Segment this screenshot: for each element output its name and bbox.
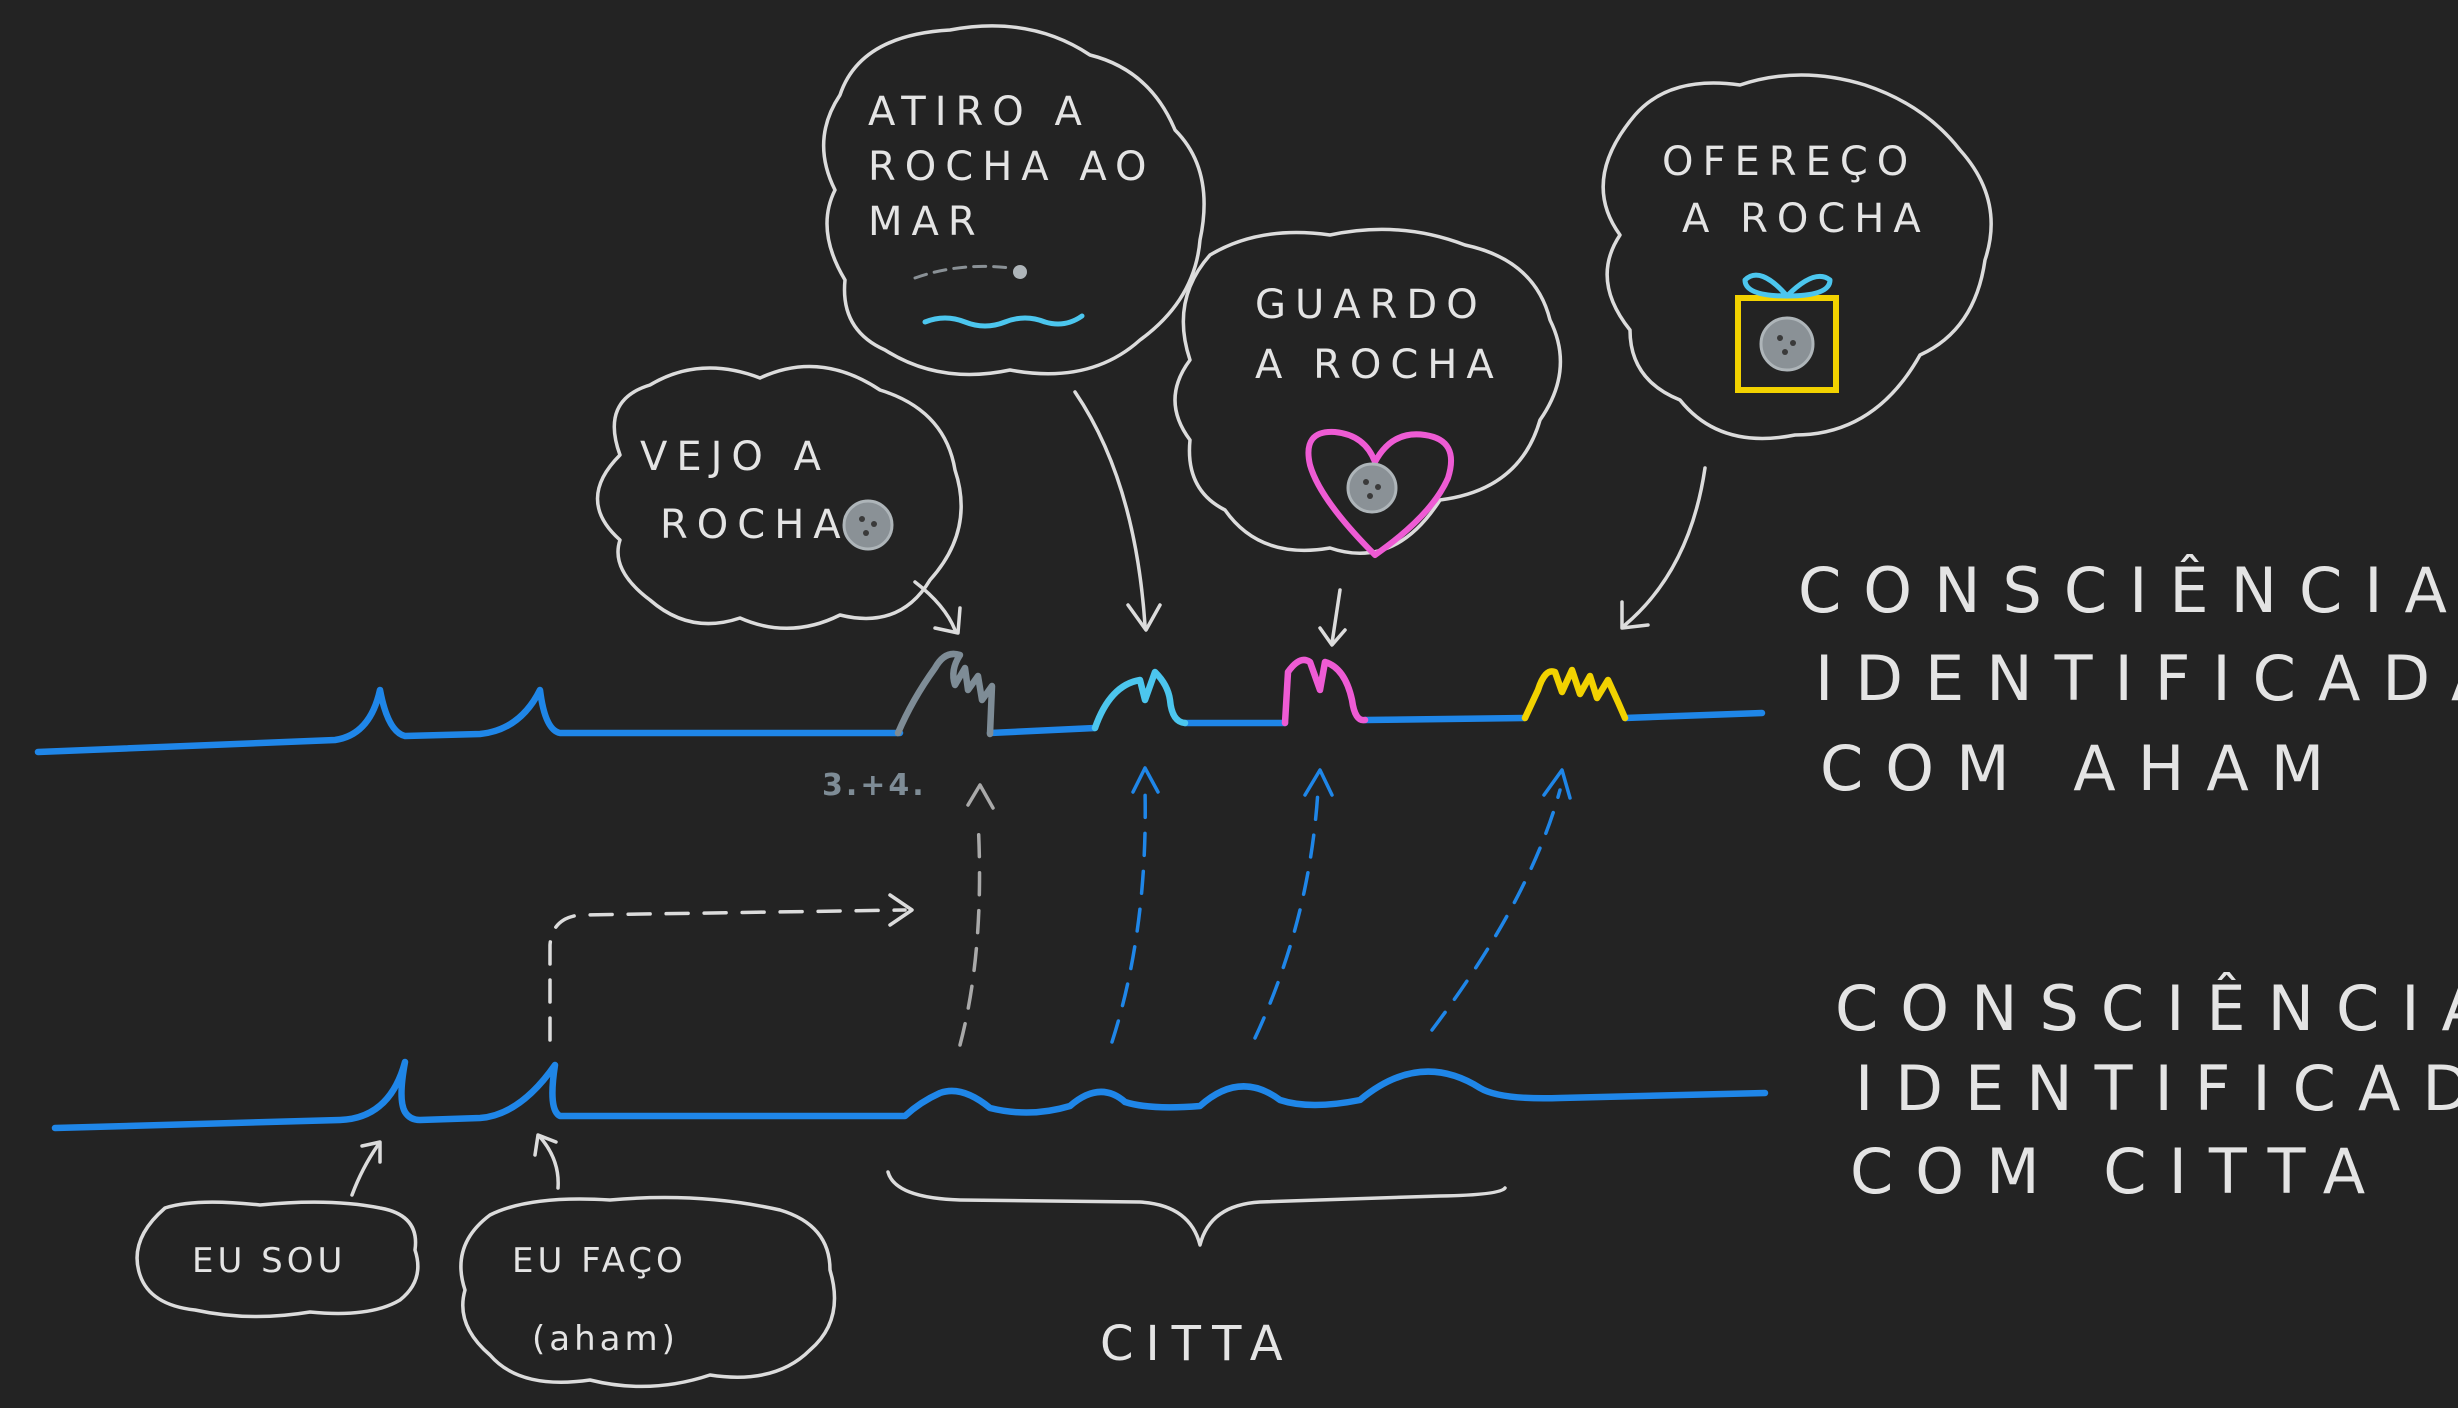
heart-icon (1305, 428, 1455, 558)
atiro-line-3: MAR (868, 199, 985, 245)
arrow-guardo (1318, 588, 1347, 647)
arrow-eu-faco (533, 1133, 560, 1190)
step-note: 3.+4. (822, 768, 927, 803)
ofereco-line-1: OFEREÇO (1662, 139, 1917, 185)
arrow-eu-sou (350, 1140, 382, 1197)
pink-wave (1281, 656, 1369, 727)
aham-label-line-1: CONSCIÊNCIA (1798, 554, 2458, 627)
eu-faco-line-2: (aham) (532, 1319, 679, 1359)
gift-icon (1735, 272, 1839, 393)
atiro-line-2: ROCHA AO (868, 144, 1156, 190)
citta-label-line-3: COM CITTA (1850, 1135, 2387, 1208)
bubble-vejo-a-rocha: VEJO A ROCHA (595, 364, 963, 631)
vejo-line-2: ROCHA (660, 502, 850, 548)
bubble-eu-faco: EU FAÇO (aham) (459, 1195, 837, 1389)
arrow-atiro (1073, 390, 1162, 632)
vejo-line-1: VEJO A (640, 434, 830, 480)
yellow-wave (1521, 666, 1629, 722)
bubble-ofereco-a-rocha: OFEREÇO A ROCHA (1601, 73, 1993, 441)
rock-icon (842, 499, 894, 551)
grey-wave (894, 650, 996, 738)
citta-label-line-2: IDENTIFICADA (1855, 1052, 2458, 1125)
guardo-line-1: GUARDO (1255, 282, 1487, 328)
eu-sou-label: EU SOU (192, 1241, 346, 1281)
atiro-line-1: ATIRO A (868, 89, 1091, 135)
dashed-arrow-blue-1 (1110, 766, 1160, 1044)
eu-faco-line-1: EU FAÇO (512, 1241, 687, 1281)
aham-label-line-3: COM AHAM (1820, 732, 2346, 805)
cyan-wave (1091, 668, 1189, 732)
dashed-arrow-blue-2 (1253, 768, 1334, 1040)
dashed-arrow-grey-up (958, 783, 995, 1047)
arrow-ofereco (1620, 466, 1707, 630)
arrow-vejo (913, 580, 962, 635)
bubble-atiro-a-rocha: ATIRO A ROCHA AO MAR (821, 24, 1206, 377)
citta-brace (886, 1170, 1507, 1247)
aham-wave-line (34, 686, 1766, 756)
ofereco-line-2: A ROCHA (1682, 196, 1930, 242)
dashed-arrow-aham-to-steps (548, 893, 914, 1042)
aham-label-line-2: IDENTIFICADA (1815, 642, 2458, 715)
bubble-eu-sou: EU SOU (135, 1200, 420, 1319)
dashed-arrow-blue-3 (1430, 768, 1572, 1032)
bubble-guardo-a-rocha: GUARDO A ROCHA (1173, 227, 1563, 558)
guardo-line-2: A ROCHA (1255, 342, 1503, 388)
citta-wave-line (51, 1058, 1769, 1132)
citta-brace-label: CITTA (1100, 1316, 1295, 1372)
sea-water-icon (913, 264, 1085, 329)
citta-label-line-1: CONSCIÊNCIA (1835, 972, 2458, 1045)
